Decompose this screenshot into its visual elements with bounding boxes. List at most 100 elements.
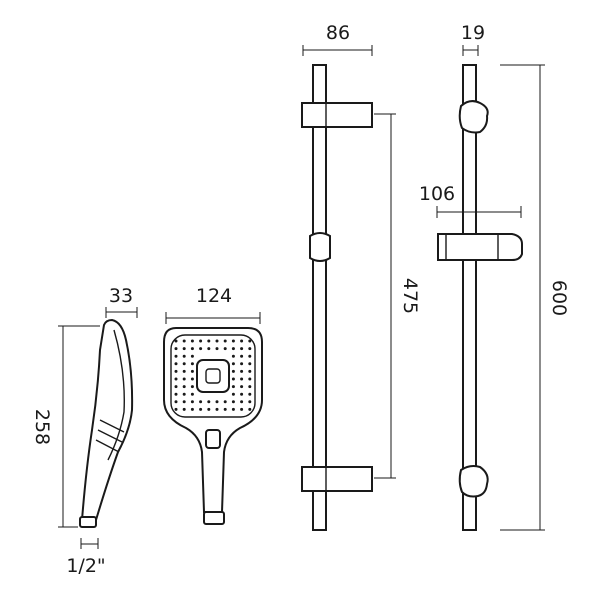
dim-handset-length: 258 xyxy=(31,325,100,528)
nozzle-dot xyxy=(231,385,235,389)
nozzle-dot xyxy=(231,400,235,404)
nozzle-dot xyxy=(174,392,178,396)
nozzle-dot xyxy=(174,377,178,381)
dim-label-86: 86 xyxy=(326,22,350,44)
nozzle-dot xyxy=(207,400,211,404)
nozzle-dot xyxy=(190,339,194,343)
nozzle-dot xyxy=(174,347,178,351)
dim-label-124: 124 xyxy=(196,285,232,307)
nozzle-dot xyxy=(248,385,252,389)
nozzle-dot xyxy=(182,385,186,389)
dim-handset-width: 124 xyxy=(165,285,261,324)
nozzle-dot xyxy=(240,392,244,396)
nozzle-dot xyxy=(231,362,235,366)
nozzle-dot xyxy=(207,347,211,351)
nozzle-dot xyxy=(240,369,244,373)
nozzle-dot xyxy=(240,385,244,389)
spray-nozzles xyxy=(174,339,252,411)
nozzle-dot xyxy=(174,339,178,343)
nozzle-dot xyxy=(199,400,203,404)
nozzle-dot xyxy=(248,400,252,404)
nozzle-dot xyxy=(174,400,178,404)
nozzle-dot xyxy=(248,407,252,411)
nozzle-dot xyxy=(215,339,219,343)
dim-label-258: 258 xyxy=(31,409,53,445)
nozzle-dot xyxy=(240,400,244,404)
nozzle-dot xyxy=(240,354,244,358)
nozzle-dot xyxy=(190,392,194,396)
rail-side-view xyxy=(437,64,523,531)
nozzle-dot xyxy=(182,354,186,358)
nozzle-dot xyxy=(182,369,186,373)
nozzle-dot xyxy=(190,400,194,404)
nozzle-dot xyxy=(240,347,244,351)
nozzle-dot xyxy=(248,392,252,396)
dim-bracket-spacing: 475 xyxy=(374,113,421,479)
nozzle-dot xyxy=(240,377,244,381)
nozzle-dot xyxy=(207,407,211,411)
nozzle-dot xyxy=(190,407,194,411)
nozzle-dot xyxy=(199,407,203,411)
nozzle-dot xyxy=(182,362,186,366)
nozzle-dot xyxy=(240,407,244,411)
dim-label-475: 475 xyxy=(399,278,421,314)
nozzle-dot xyxy=(248,369,252,373)
nozzle-dot xyxy=(207,339,211,343)
handset-side-view xyxy=(79,318,134,528)
dim-label-600: 600 xyxy=(548,280,570,316)
nozzle-dot xyxy=(240,362,244,366)
nozzle-dot xyxy=(182,339,186,343)
nozzle-dot xyxy=(231,347,235,351)
nozzle-dot xyxy=(174,354,178,358)
nozzle-dot xyxy=(199,347,203,351)
nozzle-dot xyxy=(231,339,235,343)
dim-thread: 1/2" xyxy=(66,538,106,577)
dim-label-106: 106 xyxy=(419,183,455,205)
nozzle-dot xyxy=(182,392,186,396)
nozzle-dot xyxy=(248,354,252,358)
nozzle-dot xyxy=(190,369,194,373)
nozzle-dot xyxy=(248,377,252,381)
nozzle-dot xyxy=(223,347,227,351)
nozzle-dot xyxy=(223,407,227,411)
nozzle-dot xyxy=(174,362,178,366)
rail-front-view xyxy=(301,64,373,531)
nozzle-dot xyxy=(248,347,252,351)
nozzle-dot xyxy=(231,407,235,411)
nozzle-dot xyxy=(182,377,186,381)
dim-rail-length: 600 xyxy=(500,64,570,531)
dim-bracket-width: 86 xyxy=(302,22,373,56)
dim-label-thread: 1/2" xyxy=(66,555,105,577)
nozzle-dot xyxy=(223,339,227,343)
nozzle-dot xyxy=(190,362,194,366)
nozzle-dot xyxy=(231,392,235,396)
nozzle-dot xyxy=(182,400,186,404)
nozzle-dot xyxy=(190,377,194,381)
dim-label-19: 19 xyxy=(461,22,485,44)
nozzle-dot xyxy=(174,369,178,373)
nozzle-dot xyxy=(174,407,178,411)
nozzle-dot xyxy=(182,407,186,411)
nozzle-dot xyxy=(223,400,227,404)
nozzle-dot xyxy=(215,407,219,411)
dim-label-33: 33 xyxy=(109,285,133,307)
nozzle-dot xyxy=(240,339,244,343)
dim-handset-depth: 33 xyxy=(105,285,138,318)
nozzle-dot xyxy=(182,347,186,351)
nozzle-dot xyxy=(248,362,252,366)
nozzle-dot xyxy=(190,354,194,358)
nozzle-dot xyxy=(215,400,219,404)
nozzle-dot xyxy=(231,377,235,381)
dim-holder-width: 106 xyxy=(419,183,522,218)
nozzle-dot xyxy=(231,369,235,373)
nozzle-dot xyxy=(190,385,194,389)
nozzle-dot xyxy=(199,339,203,343)
nozzle-dot xyxy=(190,347,194,351)
nozzle-dot xyxy=(248,339,252,343)
dim-rail-diameter: 19 xyxy=(461,22,485,56)
nozzle-dot xyxy=(215,347,219,351)
nozzle-dot xyxy=(174,385,178,389)
handset-front-view xyxy=(163,327,263,525)
